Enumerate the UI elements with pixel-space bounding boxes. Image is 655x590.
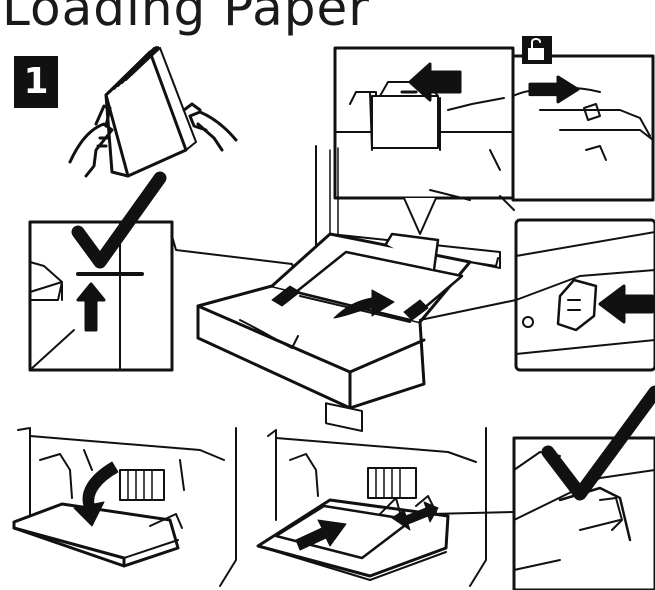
width-guide-inset <box>420 220 655 370</box>
bypass-tray-load-illustration <box>258 428 486 586</box>
unlock-guide-inset <box>513 36 653 200</box>
bypass-guide-check-inset <box>430 392 655 590</box>
length-guide-inset <box>335 48 513 234</box>
hands-fanning-paper-illustration <box>70 47 236 176</box>
unlock-icon <box>522 36 552 64</box>
bypass-tray-open-illustration <box>14 428 236 586</box>
